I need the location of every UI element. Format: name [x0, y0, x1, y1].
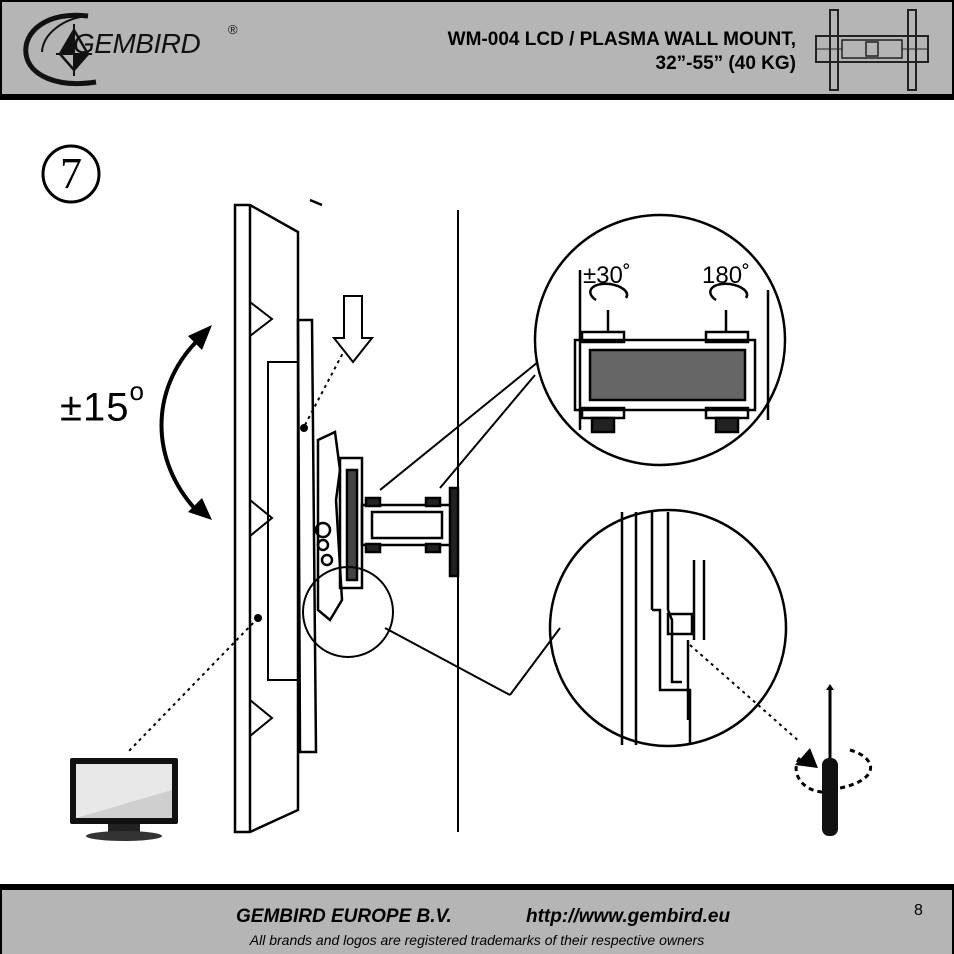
- detail-circle-top: [379, 213, 787, 491]
- website-link[interactable]: http://www.gembird.eu: [526, 906, 731, 927]
- tilt-degree-mark: o: [129, 376, 145, 406]
- product-title-line1: WM-004 LCD / PLASMA WALL MOUNT,: [447, 29, 796, 50]
- page-number: 8: [914, 902, 923, 919]
- detail-circle-bottom: [302, 508, 788, 748]
- page-footer: GEMBIRD EUROPE B.V. http://www.gembird.e…: [0, 884, 954, 954]
- tilt-arc-arrow-icon: [159, 325, 212, 520]
- wall-mount-thumbnail-icon: [815, 9, 929, 91]
- gembird-logo-icon: [23, 12, 97, 87]
- company-name: GEMBIRD EUROPE B.V.: [236, 906, 452, 927]
- dotted-leaders: [127, 329, 801, 753]
- tv-monitor-icon: [70, 758, 178, 841]
- header-frame: [0, 0, 954, 94]
- tv-bracket: [296, 318, 344, 754]
- step-number: 7: [60, 149, 82, 198]
- tilt-angle-value: ±15: [60, 385, 130, 430]
- installation-illustration: [70, 198, 872, 841]
- down-arrow-icon: [331, 295, 375, 364]
- step-circle-icon: [41, 144, 101, 204]
- registered-mark: ®: [228, 22, 238, 37]
- swivel-arm: [338, 456, 460, 590]
- tilt-angle-label: ±15o: [60, 376, 145, 430]
- logo-wordmark: GEMBIRD: [73, 28, 201, 59]
- product-title: WM-004 LCD / PLASMA WALL MOUNT, 32”-55” …: [448, 28, 796, 76]
- trademark-notice: All brands and logos are registered trad…: [249, 932, 705, 948]
- screwdriver-icon: [794, 684, 872, 836]
- tv-side-profile: [233, 198, 323, 834]
- product-title-line2: 32”-55” (40 KG): [655, 53, 796, 74]
- page-header: GEMBIRD ® WM-004 LCD / PLASMA WALL MOUNT…: [0, 0, 954, 100]
- leader-dot-top: [300, 424, 308, 432]
- leader-dot-mid: [254, 614, 262, 622]
- rotation-angle-label: 180˚: [702, 262, 751, 289]
- swivel-angle-label: ±30˚: [583, 262, 631, 289]
